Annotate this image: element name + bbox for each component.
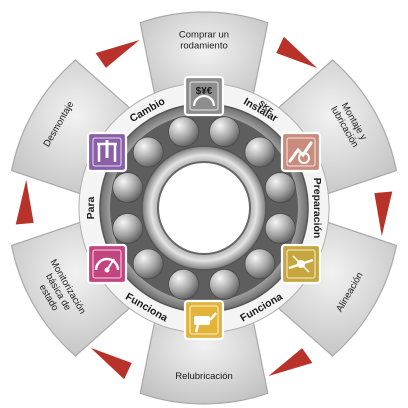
stage-petal-relubrication: [139, 307, 269, 405]
alignment-icon: [288, 255, 314, 273]
rolling-ball: [264, 213, 296, 244]
cycle-arrow: [15, 179, 34, 225]
stage-label-line: Relubricación: [175, 371, 233, 382]
rolling-ball: [112, 172, 144, 203]
bearing-hub: [78, 82, 330, 334]
rolling-ball: [168, 116, 199, 148]
stage-tile-alignment: [280, 243, 322, 285]
gauge-icon: [94, 257, 120, 273]
cycle-arrow: [276, 36, 318, 69]
stage-label-line: Comprar un: [179, 30, 229, 41]
stage-icons: $¥€: [86, 75, 322, 341]
stage-label-relubrication: Relubricación: [175, 371, 233, 382]
rolling-ball: [264, 172, 296, 203]
rolling-ball: [244, 136, 276, 168]
cycle-arrow: [95, 39, 140, 68]
hands-icon: [288, 141, 313, 164]
stage-tile-purchase: $¥€: [183, 75, 225, 117]
bore: [157, 161, 251, 255]
rolling-elements: [112, 116, 296, 300]
puller-icon: [97, 140, 118, 162]
ring-label: Preparación: [311, 178, 323, 239]
stage-label-line: rodamiento: [180, 41, 228, 52]
currency-icon: $¥€: [192, 86, 216, 107]
ring-label: Para: [85, 196, 97, 219]
cycle-arrow: [374, 191, 393, 237]
grease-gun-icon: [194, 312, 217, 333]
stage-tile-monitoring: [86, 243, 128, 285]
stage-petal-purchase: [139, 11, 269, 109]
svg-text:$¥€: $¥€: [196, 86, 213, 97]
stage-tile-relubrication: [183, 299, 225, 341]
cycle-arrow: [90, 347, 132, 380]
stage-tile-dismounting: [86, 131, 128, 173]
rolling-ball: [112, 213, 144, 244]
rolling-ball: [244, 248, 276, 280]
cycle-arrow: [268, 348, 313, 377]
rolling-ball: [168, 268, 199, 300]
stage-tile-mounting: [280, 131, 322, 173]
rolling-ball: [132, 136, 164, 168]
rolling-ball: [132, 248, 164, 280]
rolling-ball: [209, 268, 240, 300]
rolling-ball: [209, 116, 240, 148]
